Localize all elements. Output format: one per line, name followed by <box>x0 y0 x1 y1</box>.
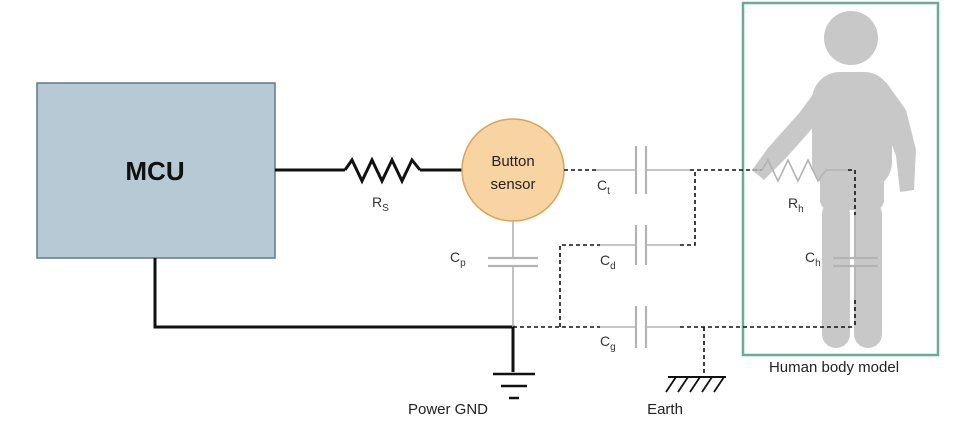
capacitor-icon <box>634 146 648 194</box>
human-body-box <box>741 1 940 357</box>
label-ct: Ct <box>597 177 610 197</box>
dash-rh-to-ch <box>848 169 856 215</box>
dash-cd-left <box>559 244 600 327</box>
mcu-label: MCU <box>125 156 184 186</box>
label-ch: Ch <box>805 249 821 269</box>
human-silhouette-icon <box>752 11 916 348</box>
button-sensor-line2: sensor <box>490 176 535 193</box>
power-gnd-label: Power GND <box>408 401 488 418</box>
earth-icon <box>665 376 726 393</box>
wire-mcu-to-gnd <box>153 258 515 372</box>
label-cd: Cd <box>600 252 616 272</box>
label-cp: Cp <box>450 249 466 269</box>
resistor-icon <box>752 158 848 183</box>
human-body-model-label: Human body model <box>769 359 899 376</box>
dash-cd-right <box>680 170 696 246</box>
human-body-model <box>741 1 940 357</box>
capacitor-icon <box>634 225 648 265</box>
ground-icon <box>493 372 535 400</box>
capacitor-icon <box>488 256 538 268</box>
mcu-block <box>36 82 276 259</box>
resistor-icon <box>343 156 422 185</box>
button-sensor-line1: Button <box>491 153 534 170</box>
capacitor-icon <box>634 306 648 348</box>
button-sensor <box>461 118 565 222</box>
label-rs: RS <box>372 194 389 214</box>
label-cg: Cg <box>600 333 616 353</box>
label-rh: Rh <box>788 195 804 215</box>
earth-label: Earth <box>647 401 683 418</box>
